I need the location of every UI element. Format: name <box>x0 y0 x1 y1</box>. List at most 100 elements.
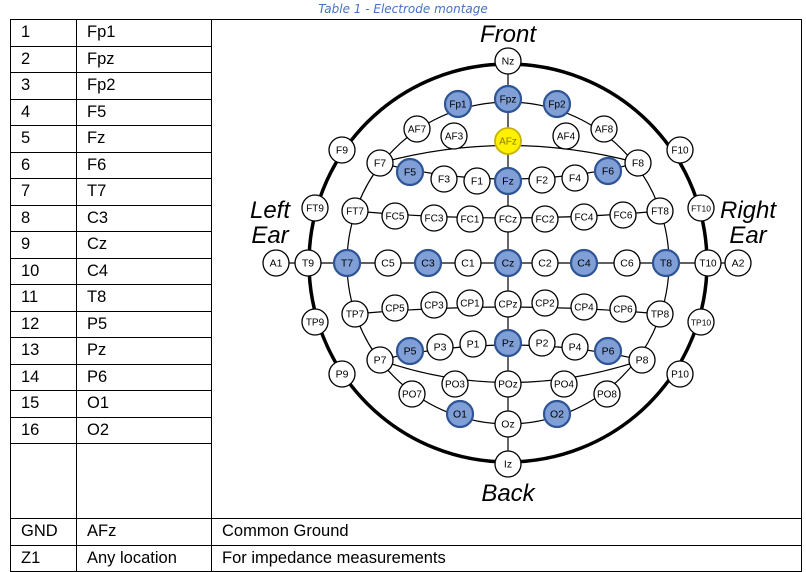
electrode-label: F7 <box>374 158 386 170</box>
electrode-af4: AF4 <box>552 122 580 150</box>
electrode-label: C1 <box>461 258 475 270</box>
electrode-marker <box>666 136 694 164</box>
electrode-marker <box>440 122 468 150</box>
channel-label: P5 <box>76 310 212 338</box>
channel-number: 8 <box>10 204 77 232</box>
electrode-p2: P2 <box>528 329 556 357</box>
electrode-marker <box>366 346 394 374</box>
electrode-a2: A2 <box>724 249 752 277</box>
electrode-marker <box>430 165 458 193</box>
electrode-label: P9 <box>336 369 349 381</box>
electrode-label: F9 <box>336 145 348 157</box>
electrode-marker <box>624 149 652 177</box>
empty-cell <box>10 443 77 519</box>
electrode-marker <box>593 156 623 186</box>
electrode-label: FCz <box>499 215 517 226</box>
electrode-label: P3 <box>434 342 447 354</box>
electrode-marker <box>542 89 572 119</box>
electrode-marker <box>694 249 722 277</box>
electrode-label: CPz <box>499 300 518 311</box>
electrode-label: T7 <box>341 258 353 270</box>
electrode-marker <box>301 194 329 222</box>
electrode-marker <box>494 127 522 155</box>
electrode-label: O2 <box>550 409 564 421</box>
electrode-marker <box>542 399 572 429</box>
electrode-label: Oz <box>501 419 514 431</box>
electrode-marker <box>561 333 589 361</box>
electrode-fc6: FC6 <box>609 201 637 229</box>
electrode-label: FC3 <box>425 214 444 225</box>
electrode-fc1: FC1 <box>456 205 484 233</box>
electrode-label: TP9 <box>306 318 325 329</box>
electrode-tp7: TP7 <box>341 300 369 328</box>
electrode-cz: Cz <box>493 248 523 278</box>
electrode-label: AF7 <box>408 125 427 136</box>
electrode-label: AF3 <box>445 132 464 143</box>
footer-description: For impedance measurements <box>211 544 802 572</box>
electrode-label: FC2 <box>536 215 555 226</box>
electrode-marker <box>494 47 522 75</box>
channel-label: C3 <box>76 204 212 232</box>
electrode-marker <box>528 166 556 194</box>
table-caption: Table 1 - Electrode montage <box>318 2 488 16</box>
channel-number: 9 <box>10 231 77 259</box>
electrode-label: P5 <box>404 346 417 358</box>
electrode-marker <box>666 360 694 388</box>
electrode-label: Fpz <box>500 95 517 106</box>
electrode-fc3: FC3 <box>420 204 448 232</box>
electrode-fcz: FCz <box>494 205 522 233</box>
electrode-label: FC4 <box>575 213 594 224</box>
channel-number: 6 <box>10 151 77 179</box>
electrode-marker <box>609 295 637 323</box>
footer-code: Z1 <box>10 544 77 572</box>
electrode-marker <box>569 248 599 278</box>
electrode-marker <box>456 289 484 317</box>
diagram-right-ear-label: Ear <box>729 222 767 249</box>
electrode-p1: P1 <box>459 330 487 358</box>
electrode-marker <box>374 249 402 277</box>
electrode-label: Nz <box>502 56 515 68</box>
electrode-marker <box>646 197 674 225</box>
electrode-label: Fp2 <box>548 100 566 111</box>
electrode-marker <box>531 205 559 233</box>
channel-number: 14 <box>10 363 77 391</box>
electrode-label: C4 <box>577 258 591 270</box>
diagram-left-ear-label: Ear <box>251 222 289 249</box>
channel-label: Pz <box>76 337 212 365</box>
channel-number: 12 <box>10 310 77 338</box>
electrode-o1: O1 <box>445 399 475 429</box>
electrode-f9: F9 <box>328 136 356 164</box>
electrode-marker <box>570 203 598 231</box>
electrode-marker <box>552 122 580 150</box>
electrode-marker <box>381 294 409 322</box>
electrode-label: P8 <box>636 355 649 367</box>
electrode-marker <box>687 308 715 336</box>
electrode-ft7: FT7 <box>341 197 369 225</box>
electrode-marker <box>550 370 578 398</box>
electrode-po3: PO3 <box>441 370 469 398</box>
electrode-label: TP10 <box>691 318 712 328</box>
electrode-label: A1 <box>270 258 283 270</box>
electrode-af8: AF8 <box>590 115 618 143</box>
electrode-c4: C4 <box>569 248 599 278</box>
electrode-marker <box>651 248 681 278</box>
electrode-label: F6 <box>602 166 614 178</box>
channel-label: O1 <box>76 390 212 418</box>
electrode-marker <box>294 249 322 277</box>
channel-label: F6 <box>76 151 212 179</box>
electrode-marker <box>454 249 482 277</box>
electrode-label: FT9 <box>306 204 324 215</box>
electrode-f10: F10 <box>666 136 694 164</box>
electrode-af3: AF3 <box>440 122 468 150</box>
electrode-p6: P6 <box>593 336 623 366</box>
electrode-tp10: TP10 <box>687 308 715 336</box>
channel-number: 2 <box>10 45 77 73</box>
electrode-f1: F1 <box>463 167 491 195</box>
electrode-label: AFz <box>499 137 517 148</box>
electrode-t8: T8 <box>651 248 681 278</box>
